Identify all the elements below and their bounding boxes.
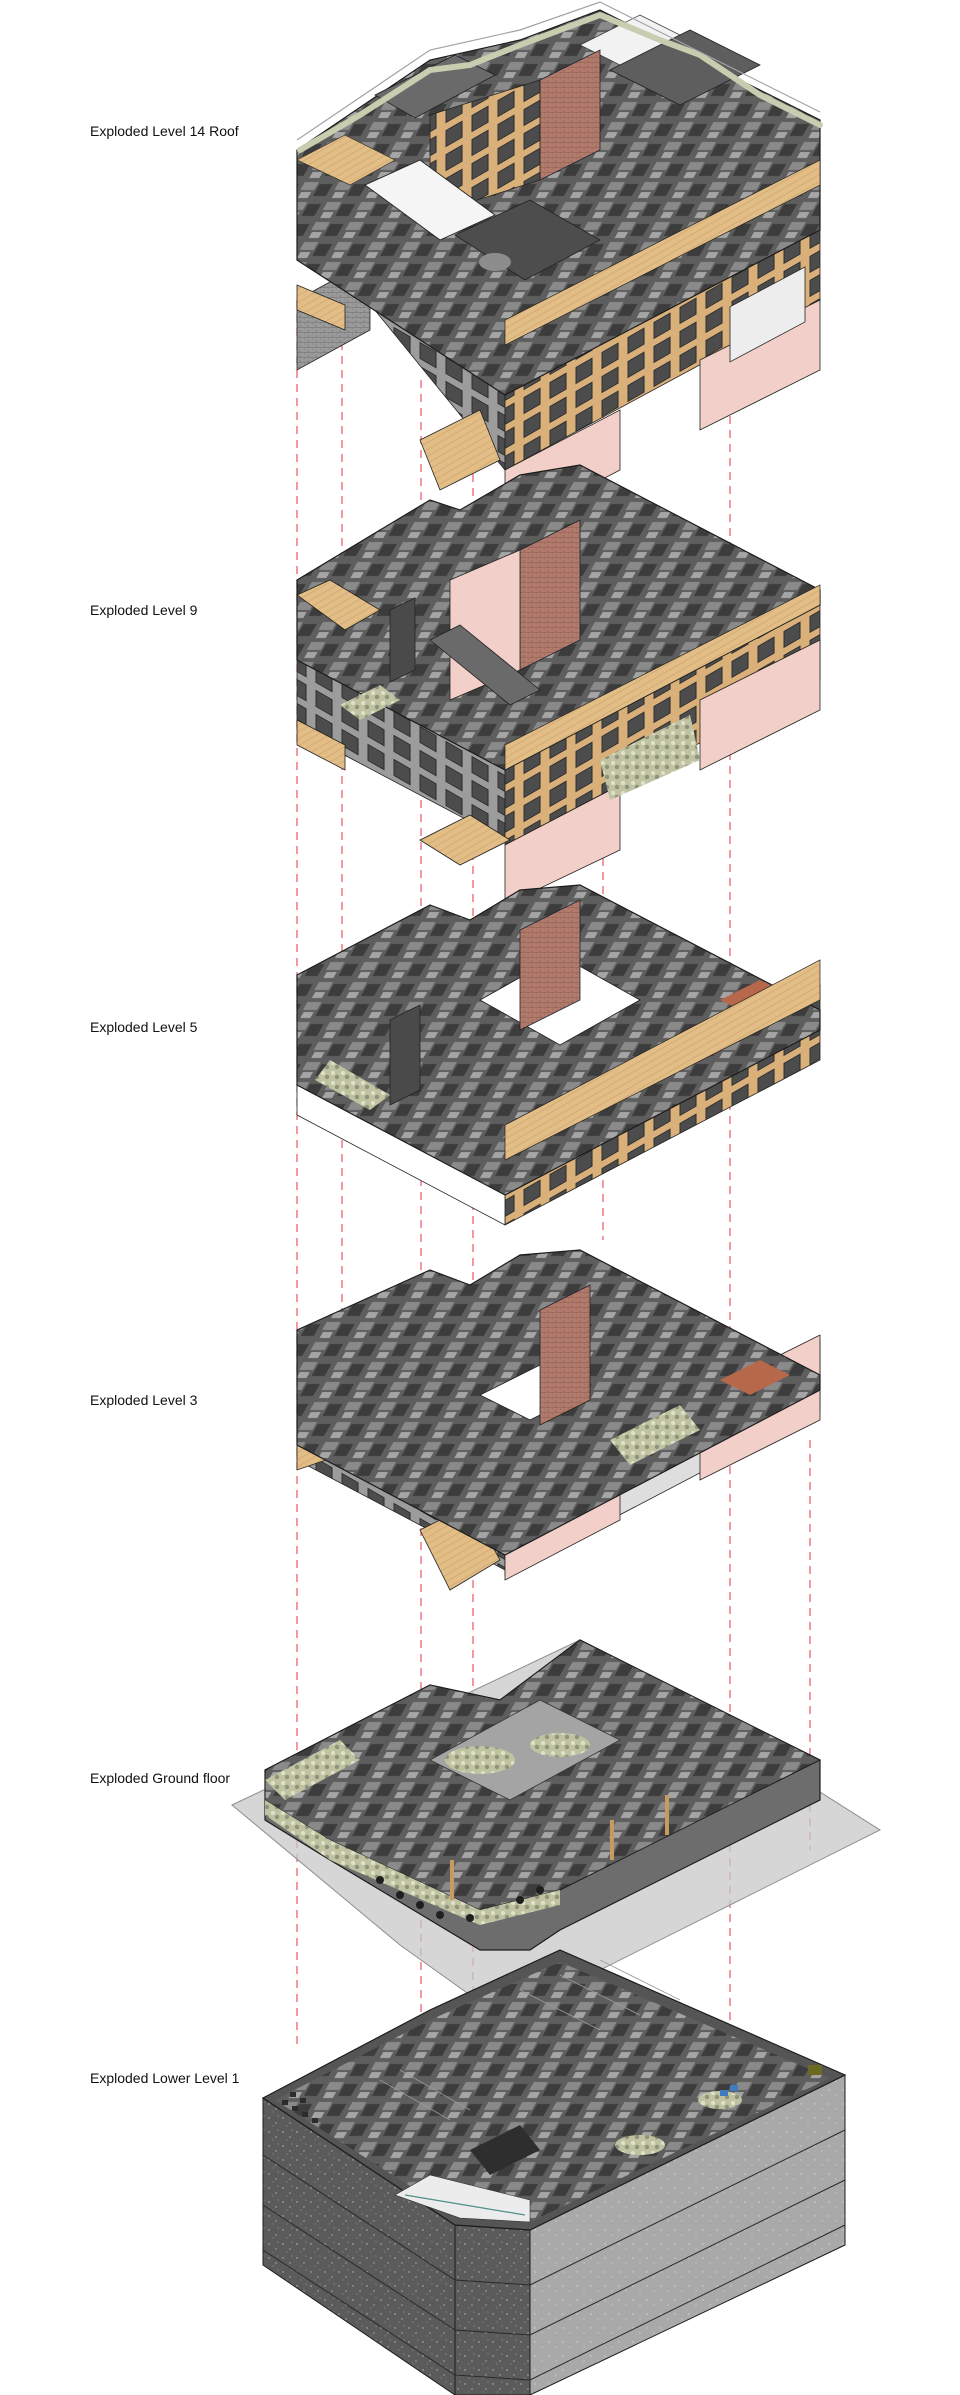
cafe-seating [376, 1876, 544, 1922]
level-9-model [296, 464, 821, 906]
level-3-model [296, 1249, 821, 1591]
ground-floor-model [231, 1639, 882, 2001]
level-label-9: Exploded Level 9 [90, 602, 198, 618]
level-label-lower-1: Exploded Lower Level 1 [90, 2070, 240, 2086]
level-14-roof-model [296, 1, 823, 531]
level-label-roof: Exploded Level 14 Roof [90, 123, 239, 139]
level-label-ground: Exploded Ground floor [90, 1770, 231, 1786]
parking-bays [379, 1959, 681, 2121]
level-label-5: Exploded Level 5 [90, 1019, 198, 1035]
level-5-model [296, 884, 821, 1226]
lower-level-1-model [261, 1949, 847, 2395]
cinema-seats [282, 2092, 318, 2123]
level-label-3: Exploded Level 3 [90, 1392, 198, 1408]
